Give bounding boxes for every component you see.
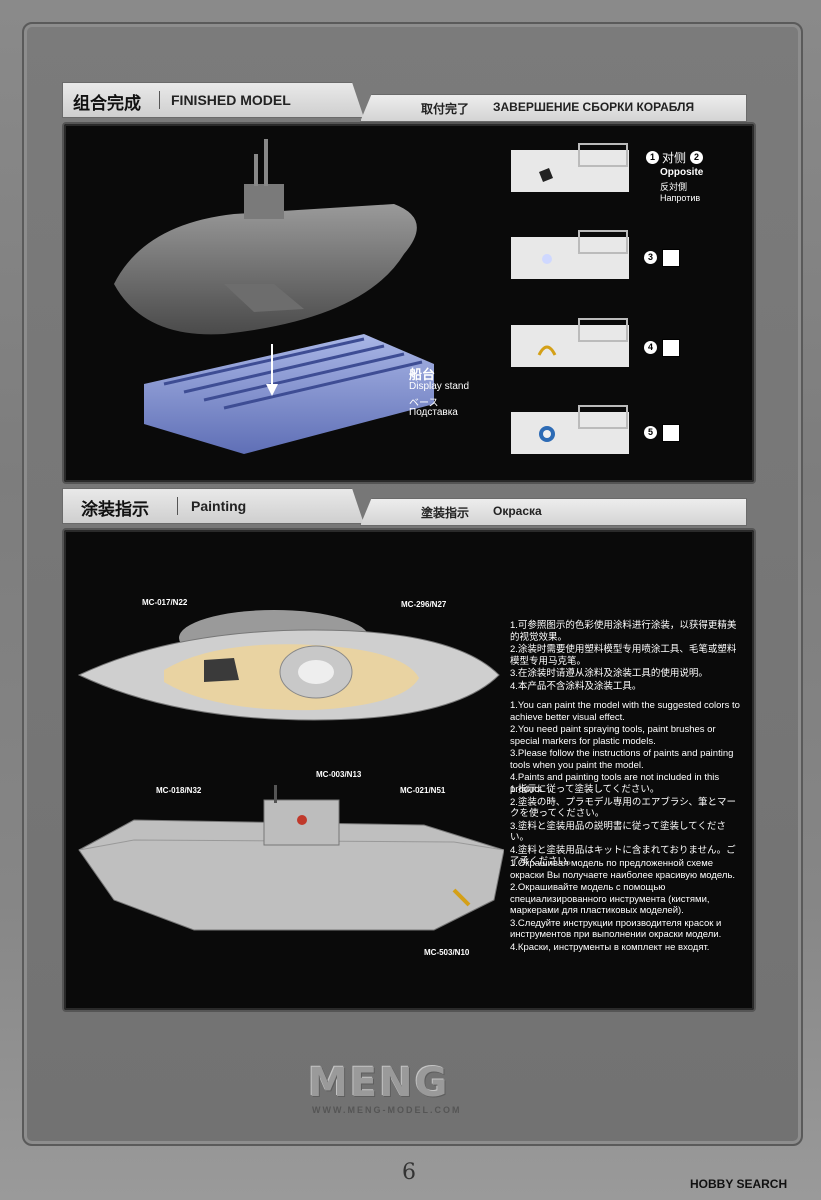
- instruction-ja-3: 3.塗料と塗装用品の説明書に従って塗装してください。: [510, 820, 726, 844]
- page-number: 6: [402, 1160, 416, 1185]
- divider: [159, 91, 160, 109]
- divider: [177, 497, 178, 515]
- decal-marker-5: [662, 424, 680, 442]
- section-header-painting: 涂装指示 Painting: [62, 488, 364, 524]
- submarine-top-view: [77, 610, 500, 721]
- instruction-zh-4: 4.本产品不含涂料及涂装工具。: [510, 680, 642, 692]
- option-badge-5: 5: [644, 426, 657, 439]
- opposite-ja: 反対側: [660, 182, 688, 192]
- instruction-ru-2: 2.Окрашивайте модель с помощью специализ…: [510, 882, 710, 916]
- option-badge-1: 1: [646, 151, 659, 164]
- decal-marker-3: [662, 249, 680, 267]
- instruction-en-1: 1.You can paint the model with the sugge…: [510, 700, 740, 723]
- display-stand-en: Display stand: [409, 381, 470, 392]
- opposite-zh: 对侧: [662, 151, 687, 165]
- instruction-ru-1: 1.Окрашивая модель по предложенной схеме…: [510, 858, 736, 881]
- instruction-ja-2: 2.塗装の時、プラモデル専用のエアブラシ、筆とマークを使ってください。: [510, 796, 737, 820]
- option-badge-4: 4: [644, 341, 657, 354]
- website-url: WWW.MENG-MODEL.COM: [312, 1105, 462, 1115]
- submarine-3d-illustration: [114, 139, 434, 454]
- instruction-zh-2: 2.涂装时需要使用塑料模型专用喷涂工具、毛笔或塑料模型专用马克笔。: [510, 644, 737, 667]
- tower-detail-1: [511, 143, 629, 192]
- option-badge-2: 2: [690, 151, 703, 164]
- callout-mc-017: MC-017/N22: [142, 598, 188, 607]
- title-ja: 塗装指示: [421, 506, 470, 520]
- hobby-search-watermark: HOBBY SEARCH: [690, 1177, 788, 1191]
- instruction-en-3: 3.Please follow the instructions of pain…: [510, 748, 734, 771]
- callout-mc-503: MC-503/N10: [424, 948, 470, 957]
- section-header-finished-model-secondary: 取付完了 ЗАВЕРШЕНИЕ СБОРКИ КОРАБЛЯ: [360, 94, 747, 122]
- instruction-ja-4: 4.塗料と塗装用品はキットに含まれておりません。ご了承ください。: [510, 844, 736, 868]
- title-en: FINISHED MODEL: [171, 92, 291, 108]
- display-stand-ru: Подставка: [409, 407, 458, 418]
- instructions-ru: 1.Окрашивая модель по предложенной схеме…: [510, 858, 742, 954]
- display-stand-zh: 船台: [409, 367, 436, 382]
- instruction-ru-4: 4.Краски, инструменты в комплект не вход…: [510, 941, 710, 953]
- tower-detail-4: [511, 318, 629, 367]
- instruction-zh-3: 3.在涂装时请遵从涂料及涂装工具的使用说明。: [510, 668, 708, 679]
- instructions-ja: 1.指示に従って塗装してください。 2.塗装の時、プラモデル専用のエアブラシ、筆…: [510, 784, 742, 869]
- submarine-side-view: [78, 785, 504, 931]
- instruction-en-4: 4.Paints and painting tools are not incl…: [510, 772, 720, 795]
- option-badge-3: 3: [644, 251, 657, 264]
- callout-mc-003: MC-003/N13: [316, 770, 362, 779]
- opposite-en: Opposite: [660, 167, 704, 178]
- opposite-ru: Напротив: [660, 193, 701, 203]
- finished-model-panel: 船台 Display stand ベース Подставка 1 对侧 2 Op…: [62, 122, 756, 484]
- title-zh: 涂装指示: [81, 500, 149, 520]
- instruction-ru-3: 3.Следуйте инструкции производителя крас…: [510, 917, 722, 941]
- instruction-ja-1: 1.指示に従って塗装してください。: [510, 784, 660, 795]
- instruction-zh-1: 1.可参照图示的色彩使用涂料进行涂装，以获得更精美的视觉效果。: [510, 620, 737, 643]
- display-stand-ja: ベース: [409, 398, 439, 409]
- title-ru: Окраска: [493, 504, 542, 518]
- meng-logo: MENG: [308, 1060, 450, 1106]
- instruction-en-2: 2.You need paint spraying tools, paint b…: [510, 724, 716, 747]
- callout-mc-018: MC-018/N32: [156, 786, 202, 795]
- painting-panel: MC-017/N22 MC-296/N27 MC-018/N32 MC-003/…: [62, 528, 756, 1012]
- tower-detail-3: [511, 230, 629, 279]
- instructions-zh: 1.可参照图示的色彩使用涂料进行涂装，以获得更精美的视觉效果。 2.涂装时需要使…: [510, 620, 742, 693]
- title-ru: ЗАВЕРШЕНИЕ СБОРКИ КОРАБЛЯ: [493, 100, 695, 114]
- callout-mc-021: MC-021/N51: [400, 786, 446, 795]
- tower-detail-5: [511, 405, 629, 454]
- title-ja: 取付完了: [421, 102, 470, 116]
- callout-mc-296: MC-296/N27: [401, 600, 447, 609]
- section-header-painting-secondary: 塗装指示 Окраска: [360, 498, 747, 526]
- title-en: Painting: [191, 498, 247, 514]
- title-zh: 组合完成: [73, 94, 141, 114]
- decal-marker-4: [662, 339, 680, 357]
- section-header-finished-model: 组合完成 FINISHED MODEL: [62, 82, 364, 118]
- instructions-en: 1.You can paint the model with the sugge…: [510, 700, 742, 796]
